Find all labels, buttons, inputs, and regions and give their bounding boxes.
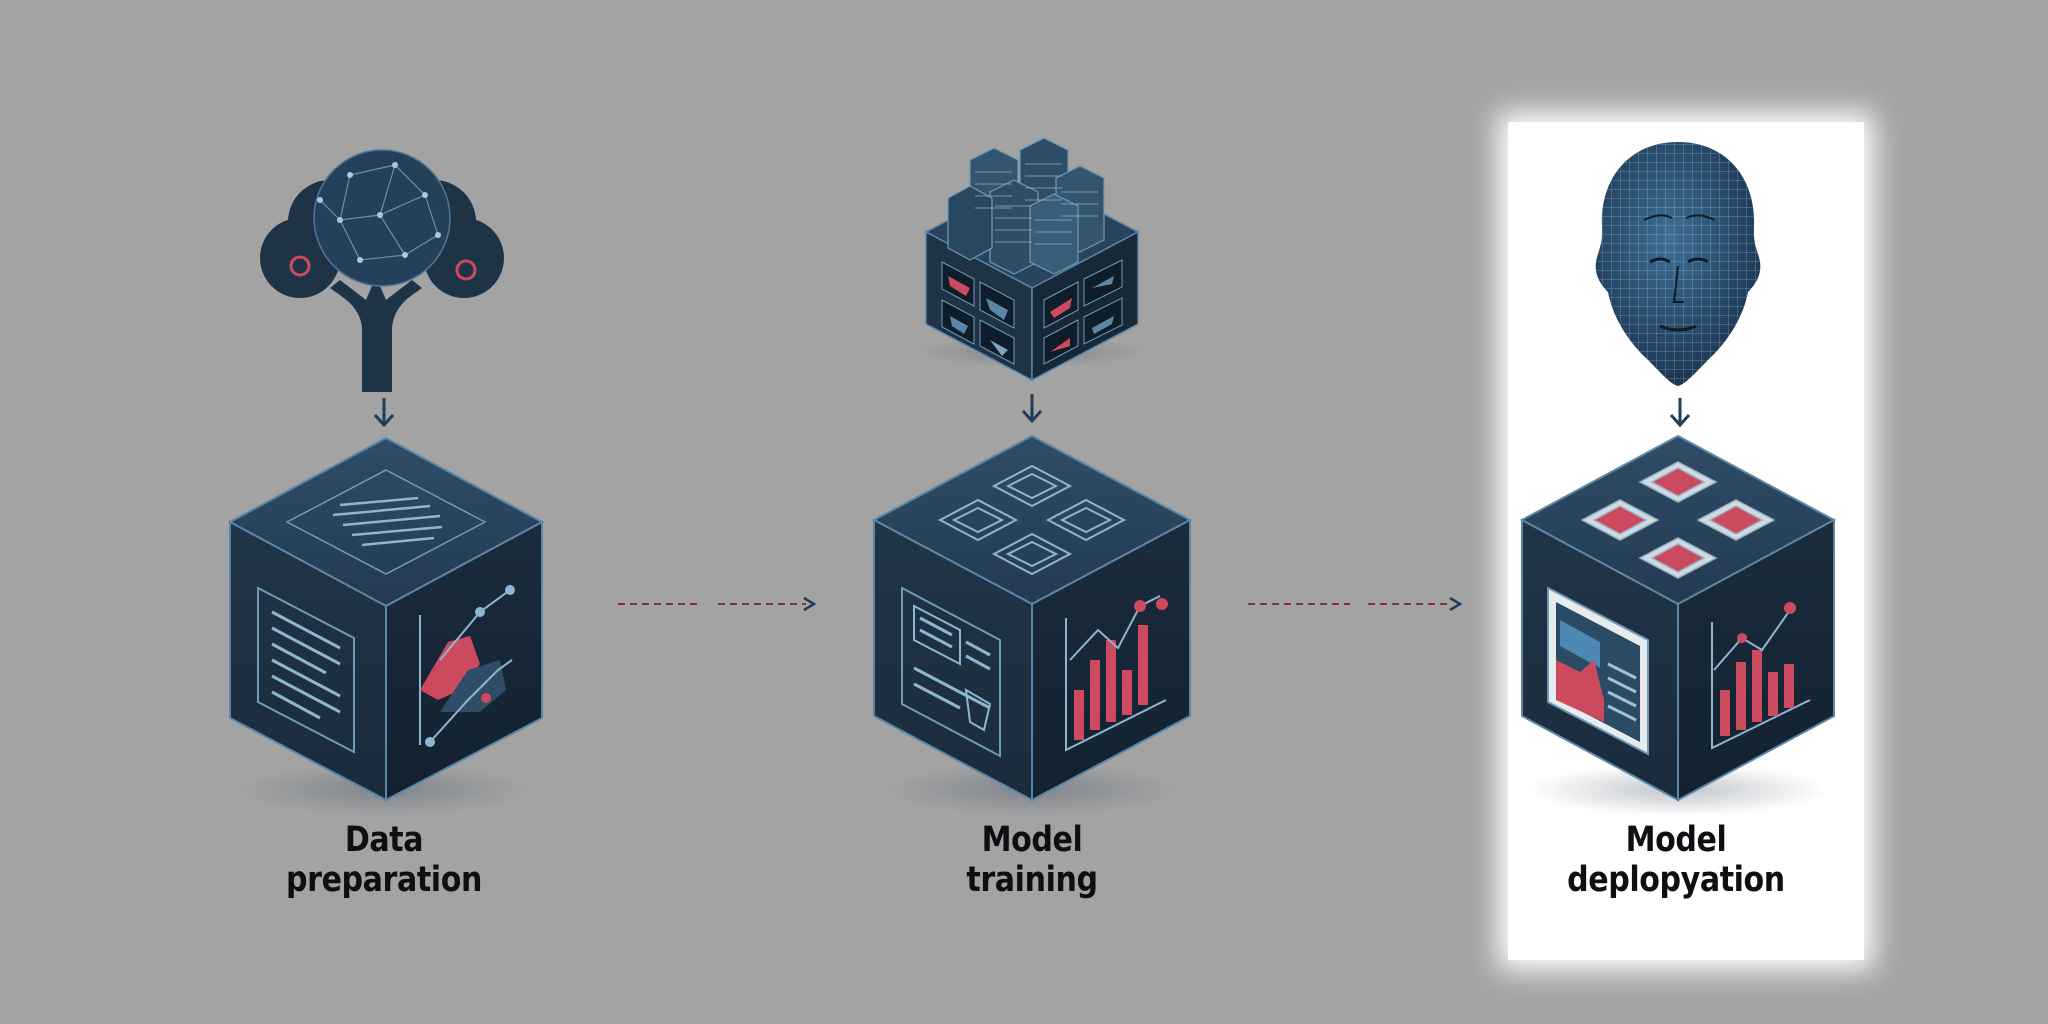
down-arrow-1 bbox=[373, 398, 395, 428]
stage-model-training bbox=[871, 137, 1193, 816]
connector-arrow-2 bbox=[1248, 596, 1463, 612]
connector-arrow-1 bbox=[618, 596, 817, 612]
label-line-2: deplopyation bbox=[1567, 860, 1785, 900]
data-preparation-cube bbox=[227, 436, 545, 802]
label-line-2: training bbox=[966, 860, 1098, 900]
label-line-2: preparation bbox=[286, 860, 482, 900]
down-arrow-3 bbox=[1669, 398, 1691, 428]
server-block-icon bbox=[914, 137, 1150, 382]
label-line-1: Model bbox=[1625, 820, 1727, 860]
stage-data-preparation bbox=[227, 149, 545, 816]
model-deployment-cube bbox=[1519, 434, 1837, 802]
wireframe-head-icon bbox=[1595, 142, 1761, 386]
label-line-1: Data bbox=[344, 820, 424, 860]
label-model-deployment: Model deplopyation bbox=[1504, 820, 1848, 900]
data-tree-icon bbox=[260, 149, 504, 392]
model-training-cube bbox=[871, 434, 1193, 802]
label-data-preparation: Data preparation bbox=[212, 820, 556, 900]
stage-model-deployment bbox=[1519, 142, 1837, 816]
label-line-1: Model bbox=[981, 820, 1083, 860]
label-model-training: Model training bbox=[860, 820, 1204, 900]
down-arrow-2 bbox=[1021, 394, 1043, 424]
